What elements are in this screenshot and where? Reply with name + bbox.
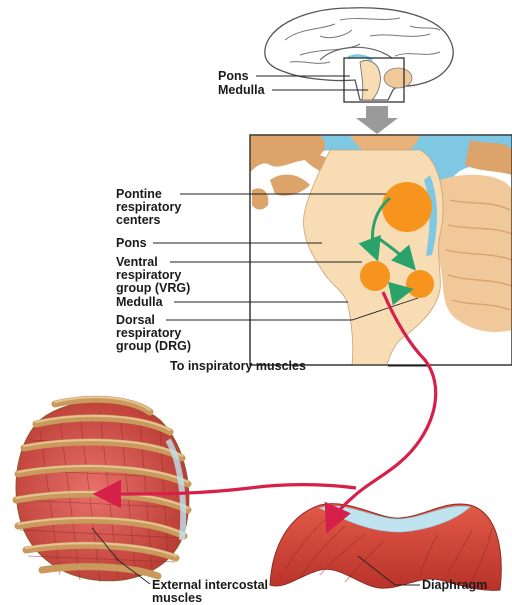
label-to-inspiratory-muscles: To inspiratory muscles — [170, 359, 306, 373]
pontine-to-drg-arrow — [377, 236, 416, 271]
brain-outline — [264, 7, 454, 103]
label-pontine-2: respiratory — [116, 200, 181, 214]
label-pontine-3: centers — [116, 213, 161, 227]
label-medulla-top: Medulla — [218, 83, 266, 97]
label-medulla-mid: Medulla — [116, 295, 164, 309]
label-intercostal-1: External intercostal — [152, 578, 268, 592]
rib-cage — [12, 395, 192, 583]
label-vrg-3: group (VRG) — [116, 281, 190, 295]
label-drg-2: respiratory — [116, 326, 181, 340]
pontine-respiratory-center — [382, 182, 432, 232]
pontine-to-vrg-arrow — [358, 196, 392, 262]
label-vrg-2: respiratory — [116, 268, 181, 282]
label-pons-top: Pons — [218, 69, 249, 83]
phrenic-nerve-path — [324, 291, 438, 534]
zoom-arrow — [356, 106, 398, 134]
label-drg-1: Dorsal — [116, 313, 155, 327]
ventral-respiratory-group-center — [360, 261, 390, 291]
brainstem-detail-panel — [249, 134, 512, 366]
zoom-box — [343, 57, 405, 103]
label-diaphragm: Diaphragm — [422, 578, 487, 592]
label-intercostal-2: muscles — [152, 591, 202, 605]
vrg-drg-link-arrow — [387, 281, 414, 306]
label-drg-3: group (DRG) — [116, 339, 191, 353]
label-pons-mid: Pons — [116, 236, 147, 250]
intercostal-nerve-path — [92, 479, 357, 509]
dorsal-respiratory-group-center — [406, 270, 434, 298]
label-pontine-1: Pontine — [116, 187, 162, 201]
label-vrg-1: Ventral — [116, 255, 158, 269]
